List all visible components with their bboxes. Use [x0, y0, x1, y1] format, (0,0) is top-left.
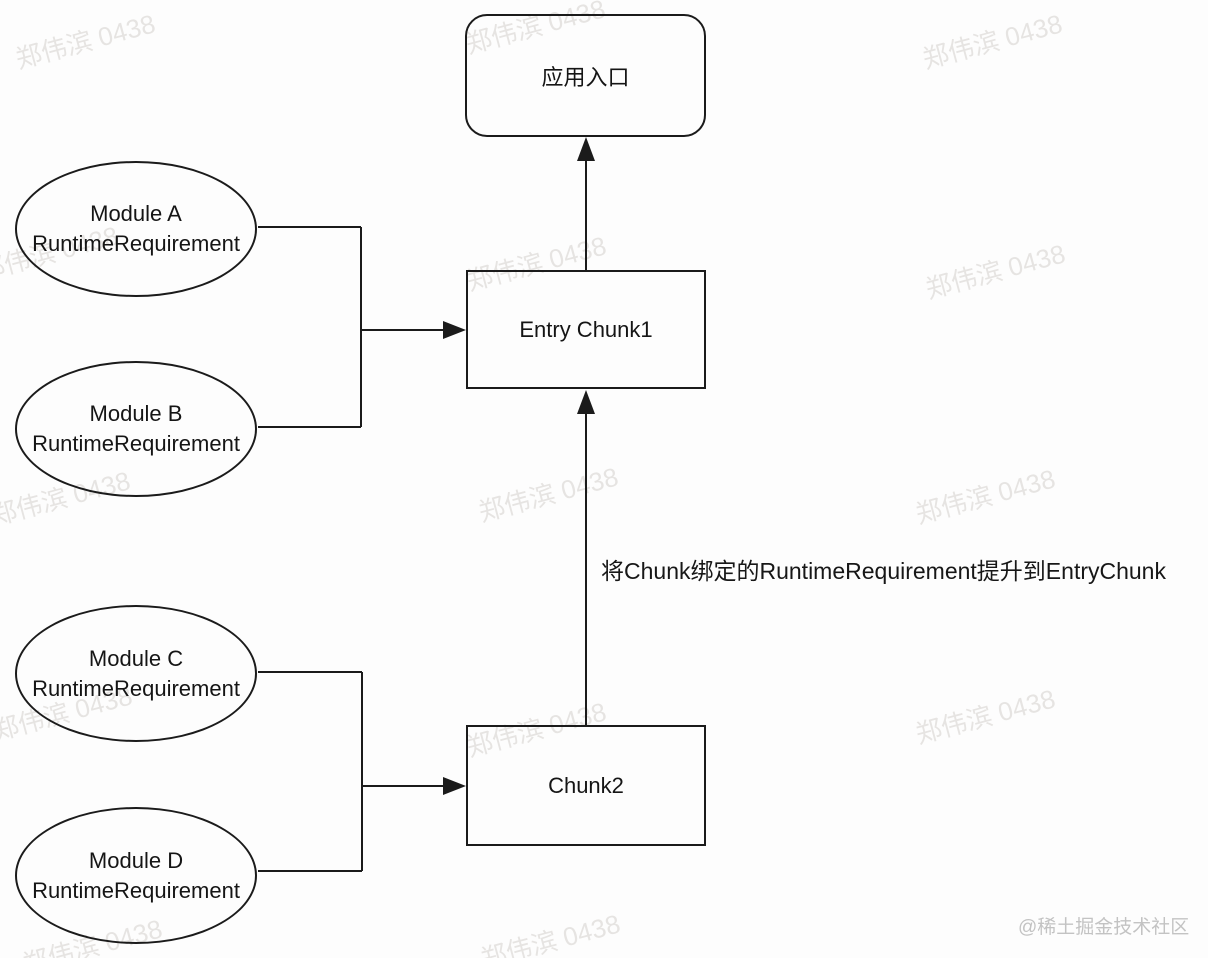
node-entry-chunk1: Entry Chunk1 [466, 270, 706, 389]
module-d-name: Module D [88, 847, 184, 873]
edge-modules-cd-bracket [258, 671, 363, 872]
node-module-d: Module D RuntimeRequirement [15, 807, 257, 944]
module-a-requirement: RuntimeRequirement [32, 231, 240, 256]
module-c-requirement: RuntimeRequirement [32, 675, 240, 701]
edge-modules-ab-bracket [258, 226, 362, 428]
annotation-label: 将Chunk绑定的RuntimeRequirement提升到EntryChunk [601, 558, 1166, 584]
node-module-b: Module B RuntimeRequirement [15, 361, 257, 497]
node-module-c: Module C RuntimeRequirement [15, 605, 257, 742]
arrowhead-entry-chunk1-bottom [577, 390, 595, 414]
module-c-name: Module C [88, 645, 184, 671]
node-app-entry: 应用入口 [465, 14, 706, 137]
module-b-name: Module B [89, 401, 183, 426]
attribution-label: @稀土掘金技术社区 [1018, 917, 1190, 938]
module-b-requirement: RuntimeRequirement [32, 431, 240, 456]
node-entry-chunk1-label: Entry Chunk1 [519, 316, 653, 342]
node-chunk2-label: Chunk2 [548, 772, 624, 798]
node-app-entry-label: 应用入口 [541, 64, 630, 90]
module-a-name: Module A [90, 201, 182, 226]
arrowhead-entry-chunk1-left [443, 321, 466, 339]
module-d-requirement: RuntimeRequirement [32, 877, 240, 903]
arrowhead-chunk2-left [443, 777, 466, 795]
node-chunk2: Chunk2 [466, 725, 706, 846]
arrowhead-app-entry-bottom [577, 137, 595, 161]
node-module-a: Module A RuntimeRequirement [15, 161, 257, 297]
